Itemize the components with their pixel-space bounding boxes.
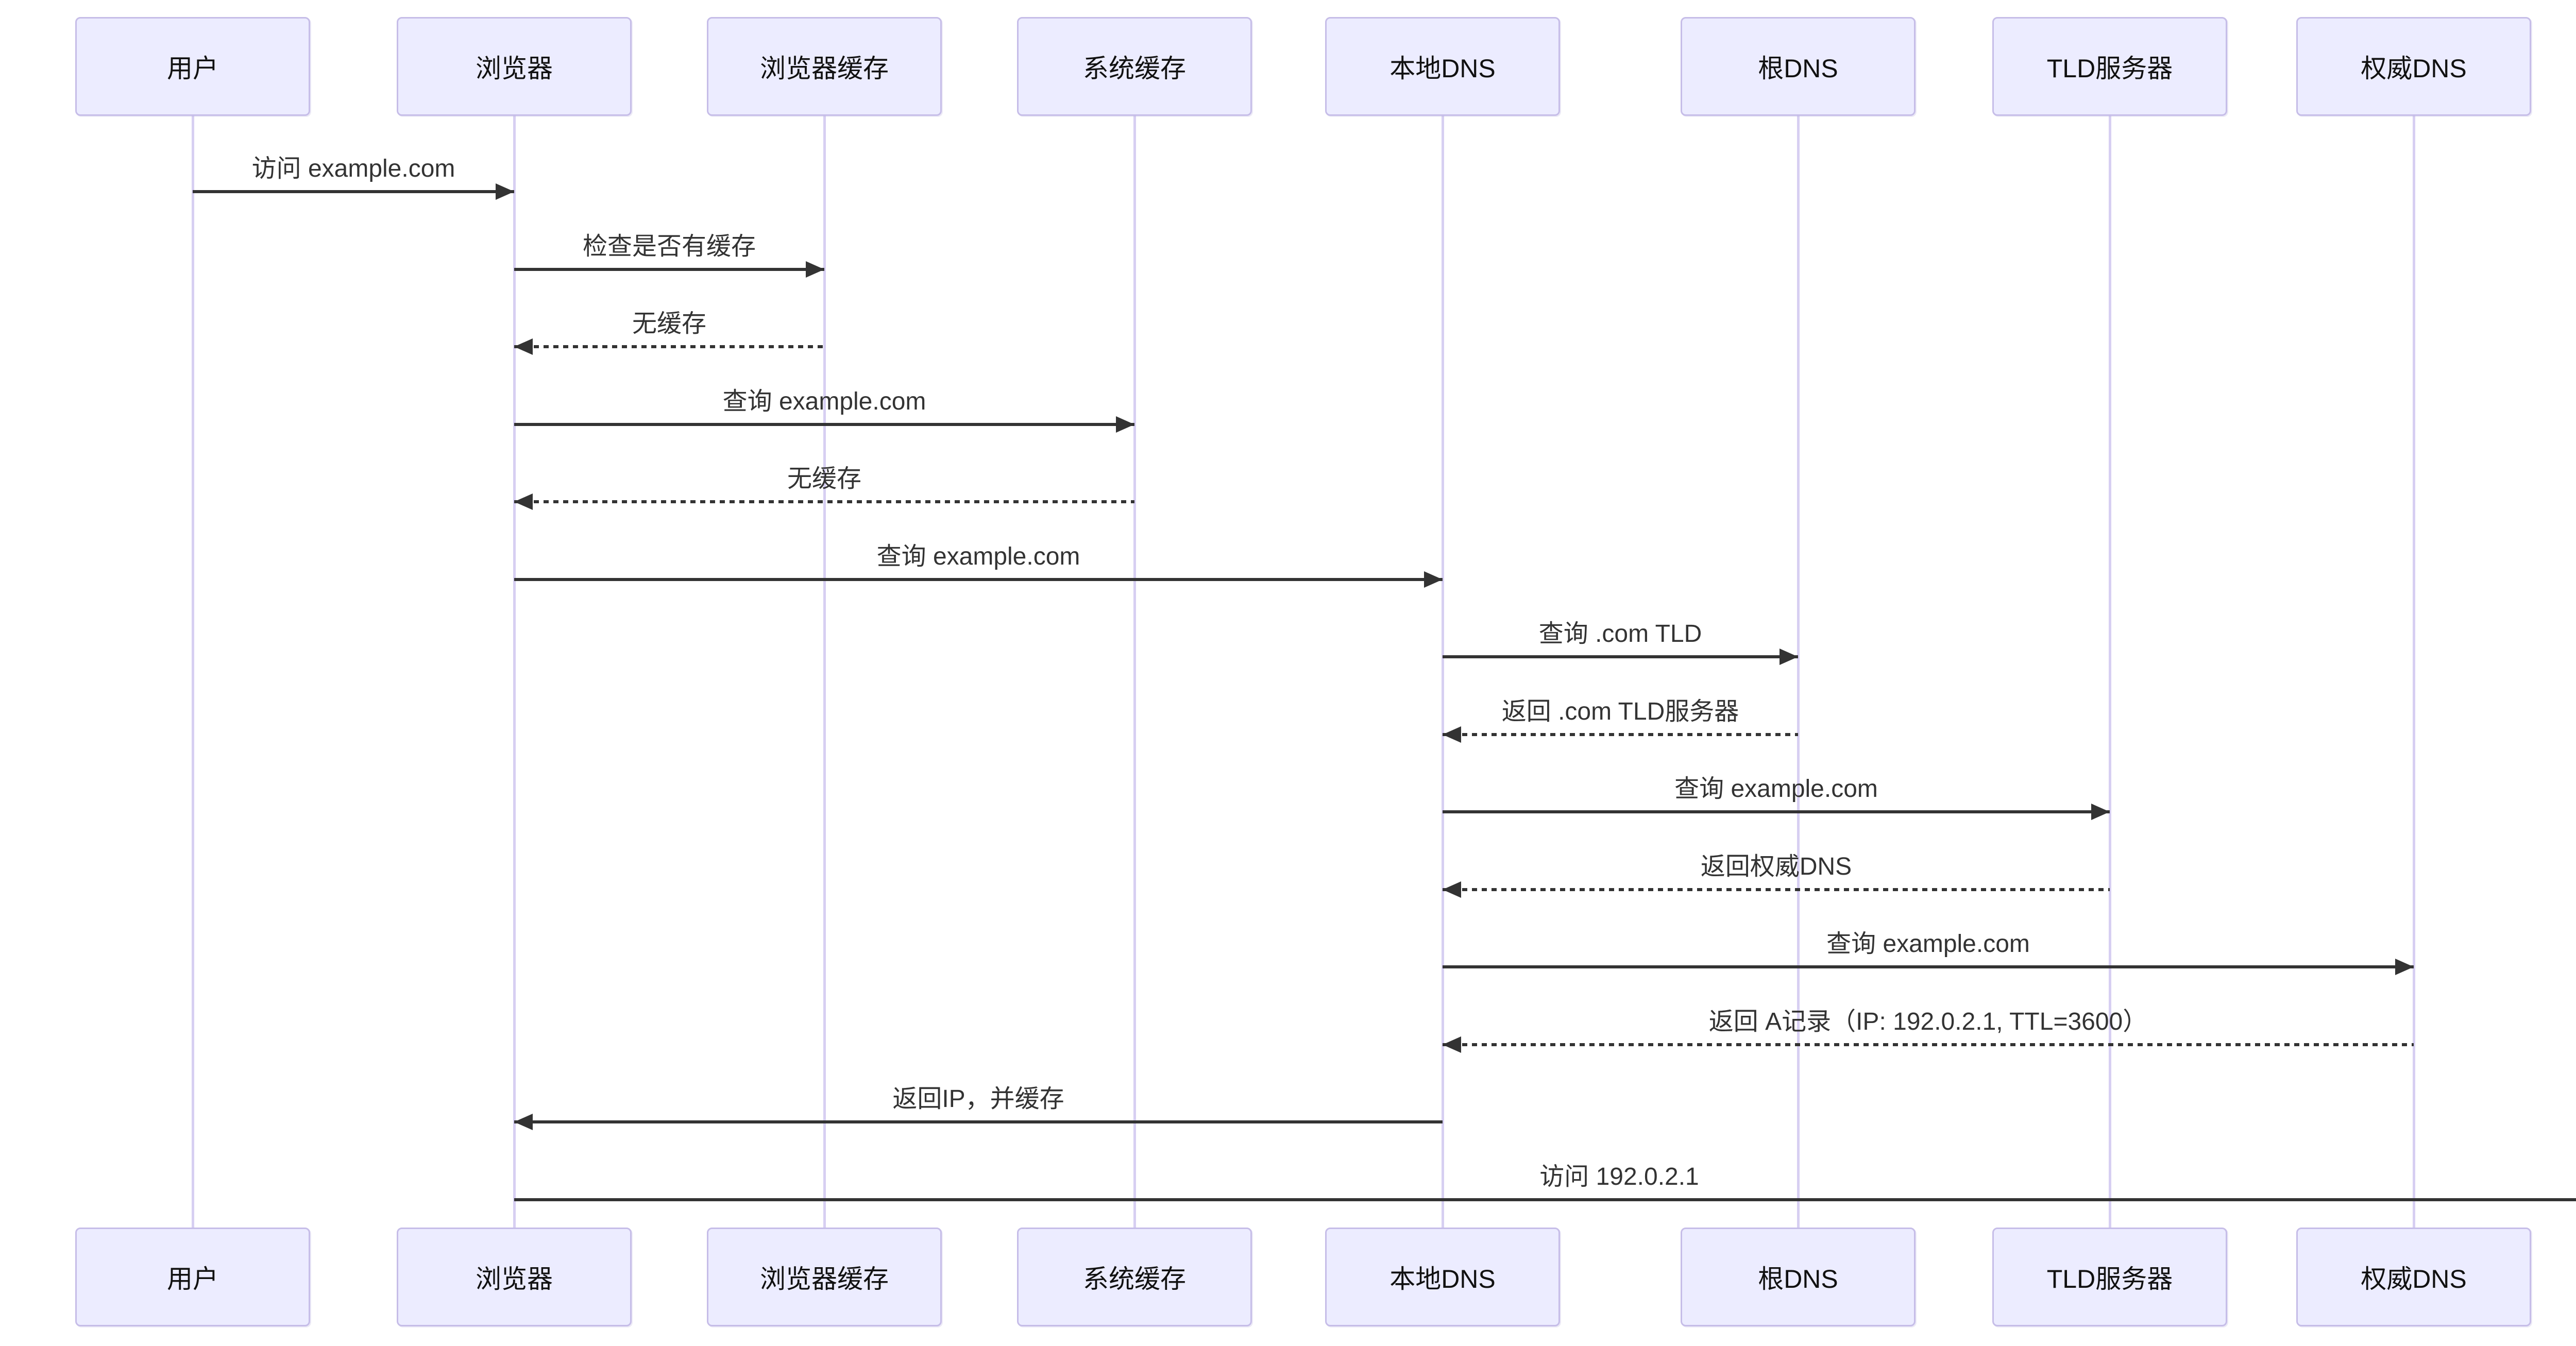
message-line-8	[1443, 810, 2110, 813]
message-arrowhead-9	[1443, 881, 1461, 898]
actor-user-bottom: 用户	[75, 1228, 310, 1326]
message-label-12: 返回IP，并缓存	[892, 1085, 1064, 1113]
actor-label-tld-server: TLD服务器	[2046, 1265, 2173, 1293]
message-line-2	[514, 345, 824, 348]
actor-label-browser: 浏览器	[476, 54, 553, 83]
message-label-4: 无缓存	[787, 465, 862, 492]
actor-user-top: 用户	[75, 17, 310, 116]
message-label-10: 查询 example.com	[1826, 930, 2030, 958]
lifeline-system-cache	[1133, 116, 1136, 1228]
actor-root-dns-top: 根DNS	[1681, 17, 1916, 116]
message-line-4	[514, 500, 1134, 503]
actor-system-cache-top: 系统缓存	[1017, 17, 1252, 116]
actor-tld-server-top: TLD服务器	[1992, 17, 2227, 116]
message-label-8: 查询 example.com	[1674, 775, 1878, 803]
message-label-5: 查询 example.com	[876, 543, 1080, 570]
message-arrowhead-6	[1780, 649, 1798, 665]
message-line-6	[1443, 655, 1798, 658]
actor-label-system-cache: 系统缓存	[1083, 1265, 1186, 1293]
actor-browser-cache-top: 浏览器缓存	[707, 17, 942, 116]
message-line-11	[1443, 1043, 2414, 1046]
message-arrowhead-10	[2395, 959, 2414, 975]
actor-label-user: 用户	[167, 1265, 218, 1293]
actor-tld-server-bottom: TLD服务器	[1992, 1228, 2227, 1326]
actor-browser-bottom: 浏览器	[397, 1228, 632, 1326]
actor-local-dns-bottom: 本地DNS	[1325, 1228, 1560, 1326]
actor-root-dns-bottom: 根DNS	[1681, 1228, 1916, 1326]
message-arrowhead-5	[1424, 571, 1443, 588]
lifeline-user	[192, 116, 194, 1228]
message-arrowhead-8	[2091, 804, 2110, 820]
actor-label-root-dns: 根DNS	[1758, 54, 1838, 83]
message-arrowhead-7	[1443, 726, 1461, 743]
actor-label-root-dns: 根DNS	[1758, 1265, 1838, 1293]
message-label-2: 无缓存	[632, 310, 707, 337]
message-arrowhead-11	[1443, 1036, 1461, 1053]
actor-local-dns-top: 本地DNS	[1325, 17, 1560, 116]
message-line-3	[514, 423, 1134, 426]
message-arrowhead-3	[1116, 416, 1134, 433]
actor-label-system-cache: 系统缓存	[1083, 54, 1186, 83]
actor-browser-top: 浏览器	[397, 17, 632, 116]
lifeline-browser	[513, 116, 516, 1228]
message-line-0	[193, 190, 514, 193]
lifeline-local-dns	[1442, 116, 1444, 1228]
actor-label-browser-cache: 浏览器缓存	[760, 1265, 889, 1293]
lifeline-tld-server	[2109, 116, 2111, 1228]
message-line-5	[514, 578, 1443, 581]
actor-browser-cache-bottom: 浏览器缓存	[707, 1228, 942, 1326]
message-line-13	[514, 1198, 2576, 1201]
message-line-7	[1443, 733, 1798, 736]
message-label-13: 访问 192.0.2.1	[1539, 1163, 1699, 1190]
actor-label-browser-cache: 浏览器缓存	[760, 54, 889, 83]
actor-label-auth-dns: 权威DNS	[2361, 54, 2467, 83]
message-line-1	[514, 268, 824, 271]
message-label-7: 返回 .com TLD服务器	[1501, 698, 1739, 725]
message-label-3: 查询 example.com	[722, 388, 926, 415]
actor-label-user: 用户	[167, 54, 218, 83]
lifeline-browser-cache	[823, 116, 826, 1228]
message-line-9	[1443, 888, 2110, 891]
message-label-6: 查询 .com TLD	[1538, 620, 1702, 648]
message-label-11: 返回 A记录（IP: 192.0.2.1, TTL=3600）	[1708, 1008, 2148, 1035]
message-arrowhead-1	[806, 261, 824, 278]
message-line-12	[514, 1120, 1443, 1123]
message-arrowhead-2	[514, 338, 533, 355]
actor-label-local-dns: 本地DNS	[1389, 54, 1496, 83]
lifeline-auth-dns	[2413, 116, 2415, 1228]
lifeline-root-dns	[1797, 116, 1800, 1228]
message-label-9: 返回权威DNS	[1700, 853, 1852, 880]
message-label-1: 检查是否有缓存	[582, 233, 756, 260]
actor-label-browser: 浏览器	[476, 1265, 553, 1293]
message-arrowhead-0	[496, 183, 514, 200]
actor-label-auth-dns: 权威DNS	[2361, 1265, 2467, 1293]
actor-label-local-dns: 本地DNS	[1389, 1265, 1496, 1293]
actor-system-cache-bottom: 系统缓存	[1017, 1228, 1252, 1326]
message-line-10	[1443, 965, 2414, 968]
actor-auth-dns-bottom: 权威DNS	[2296, 1228, 2531, 1326]
message-arrowhead-4	[514, 493, 533, 510]
actor-auth-dns-top: 权威DNS	[2296, 17, 2531, 116]
actor-label-tld-server: TLD服务器	[2046, 54, 2173, 83]
message-arrowhead-12	[514, 1114, 533, 1130]
message-label-0: 访问 example.com	[251, 155, 455, 182]
